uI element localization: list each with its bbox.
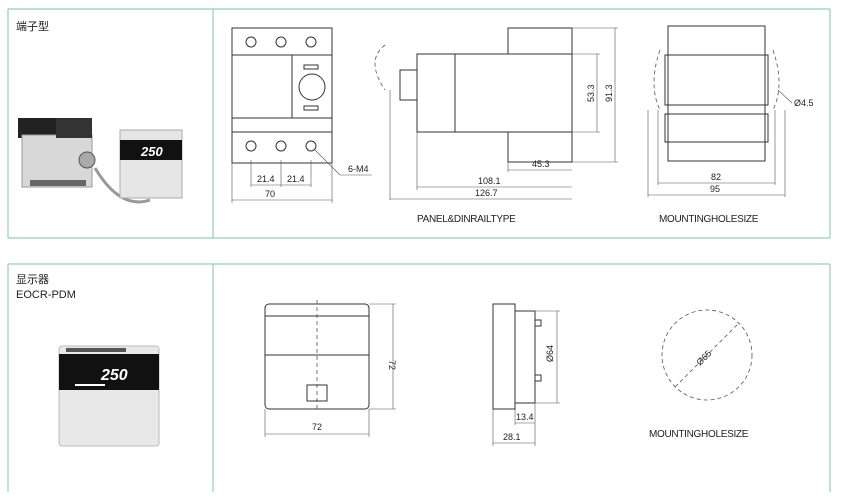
dim-label: 72	[387, 360, 397, 370]
display-front-view: 72 72	[264, 300, 397, 437]
dim-label: 72	[312, 422, 322, 432]
drawing-caption: PANEL&DINRAILTYPE	[417, 214, 516, 225]
dim-label: 108.1	[478, 176, 501, 186]
dim-label: 21.4	[287, 174, 305, 184]
dim-label: 95	[710, 184, 720, 194]
dim-label: Ø64	[545, 345, 555, 362]
product-photo-terminal: 250	[18, 118, 183, 204]
dim-label: 13.4	[516, 412, 534, 422]
callout-label: Ø4.5	[794, 98, 814, 108]
product-photo-display: 250	[58, 345, 160, 447]
dim-label: 45.3	[532, 159, 550, 169]
drawing-caption: MOUNTINGHOLESIZE	[649, 429, 749, 440]
display-side-view: Ø64 13.4 28.1	[492, 303, 560, 446]
dim-label: 28.1	[503, 432, 521, 442]
display-cutout-view: Ø65 MOUNTINGHOLESIZE	[649, 309, 753, 440]
section-title-display: 显示器	[16, 273, 49, 286]
terminal-side-view: 45.3 108.1 126.7 53.3 91.3 PANEL&DINRAIL…	[374, 27, 618, 225]
terminal-mounting-view: 82 95 Ø4.5 MOUNTINGHOLESIZE	[647, 25, 814, 225]
photo-readout: 250	[140, 144, 163, 159]
callout-label: 6-M4	[348, 164, 369, 174]
bottom-panel	[7, 263, 831, 492]
dim-label: 126.7	[475, 188, 498, 198]
section-title-terminal: 端子型	[16, 19, 49, 33]
top-panel	[7, 8, 831, 239]
dim-label: 91.3	[604, 84, 614, 102]
dim-label: 70	[265, 189, 275, 199]
dim-label: 53.3	[586, 84, 596, 102]
dim-label: 21.4	[257, 174, 275, 184]
photo-readout: 250	[100, 367, 128, 384]
dim-label: 82	[711, 172, 721, 182]
section-subtitle-display: EOCR-PDM	[16, 289, 76, 301]
terminal-front-view: 21.4 21.4 70 6-M4	[231, 27, 372, 203]
drawing-caption: MOUNTINGHOLESIZE	[659, 214, 759, 225]
